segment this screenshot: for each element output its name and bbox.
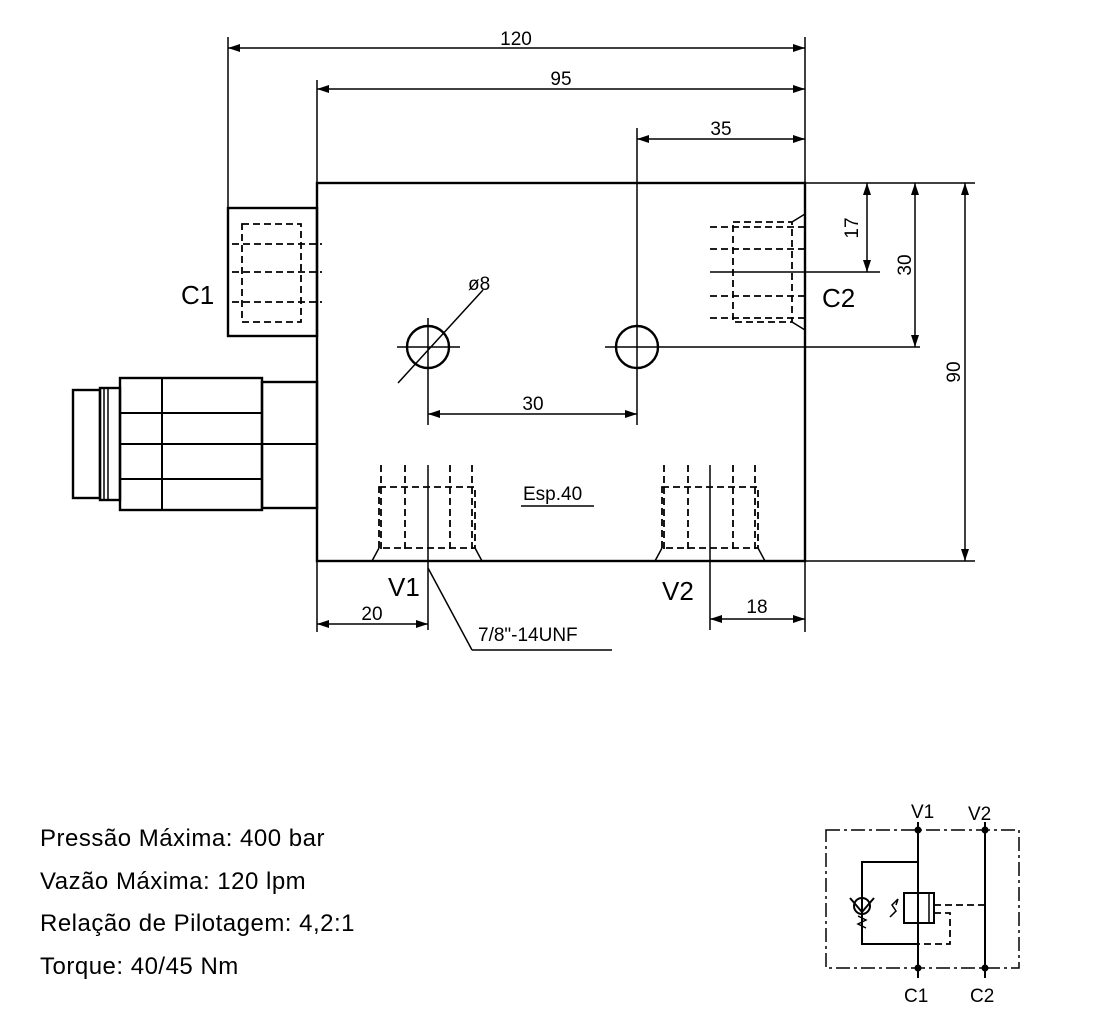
dimension-lines: [227, 37, 975, 651]
spec-pilot-ratio: Relação de Pilotagem: 4,2:1: [40, 910, 355, 937]
dim-c2-offset: 35: [710, 119, 731, 140]
dim-body-width: 95: [550, 69, 571, 90]
schematic-label-v2: V2: [968, 804, 991, 825]
mounting-hole-right: [605, 128, 920, 425]
port-label-v1: V1: [388, 572, 420, 602]
schematic-label-c1: C1: [904, 986, 928, 1007]
mounting-hole-left: [397, 289, 484, 425]
port-label-v2: V2: [662, 576, 694, 606]
dim-v2-offset: 18: [746, 597, 767, 618]
cartridge: [71, 376, 319, 512]
schematic-label-v1: V1: [911, 802, 934, 823]
dim-v1-offset: 20: [361, 604, 382, 625]
c1-port-block: [226, 206, 322, 338]
dim-c2-height: 17: [842, 217, 863, 238]
c2-port: [710, 213, 880, 331]
dim-overall-width: 120: [500, 29, 532, 50]
dim-hole-spacing: 30: [522, 394, 543, 415]
dim-thread: 7/8"-14UNF: [478, 625, 578, 646]
v2-port: [654, 465, 766, 630]
dim-pilot-height: 30: [895, 254, 916, 275]
dim-total-height: 90: [944, 361, 965, 382]
valve-body: [315, 181, 807, 563]
spec-torque: Torque: 40/45 Nm: [40, 953, 239, 980]
dim-thickness: Esp.40: [523, 484, 582, 505]
spec-pressure: Pressão Máxima: 400 bar: [40, 825, 325, 852]
v1-port: [371, 465, 483, 630]
port-label-c2: C2: [822, 283, 855, 313]
spec-flow: Vazão Máxima: 120 lpm: [40, 868, 306, 895]
schematic-label-c2: C2: [970, 986, 994, 1007]
port-label-c1: C1: [181, 280, 214, 310]
hydraulic-schematic: [825, 822, 1020, 978]
dim-hole-diameter: ø8: [468, 274, 490, 295]
